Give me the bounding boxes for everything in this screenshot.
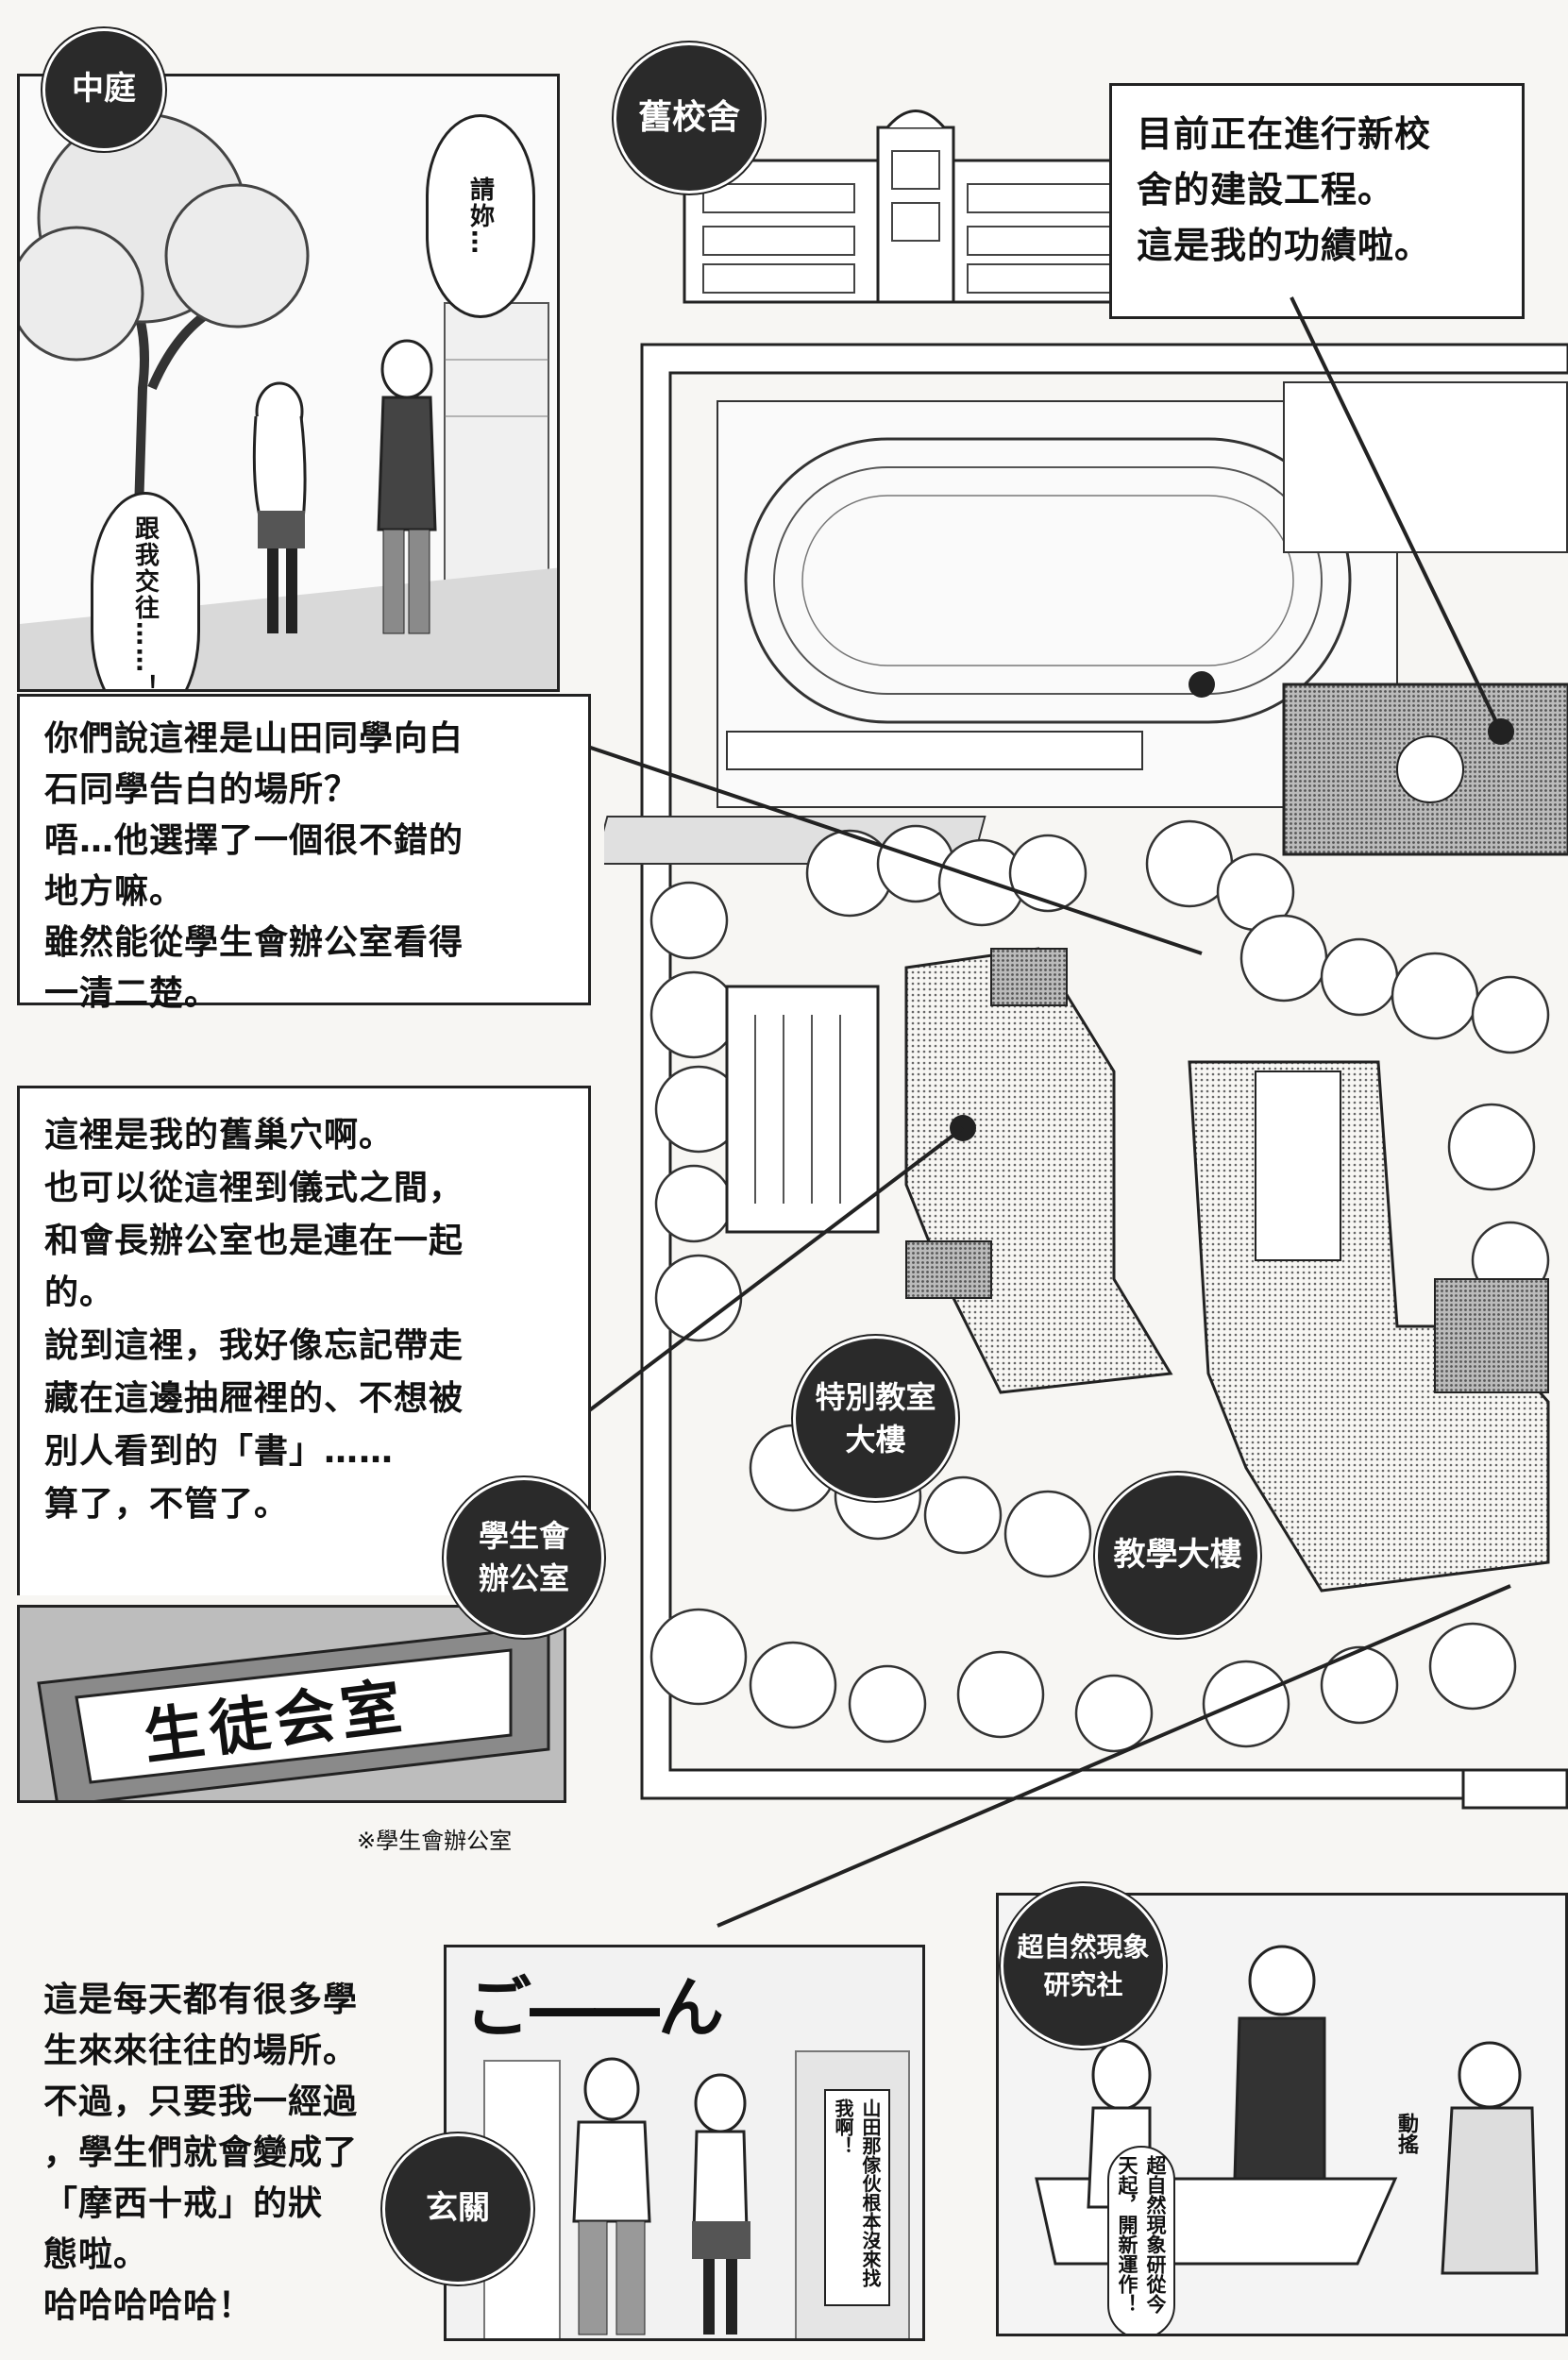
speech-bubble-date-me: 跟我交往……！	[91, 492, 200, 689]
old-building-note: 目前正在進行新校 舍的建設工程。 這是我的功績啦。	[1109, 83, 1525, 319]
sfx-move: 動搖	[1394, 2113, 1418, 2154]
label-old-building: 舊校舍	[614, 42, 765, 194]
campus-map-illustration	[604, 343, 1568, 1810]
council-caption: ※學生會辦公室	[357, 1828, 513, 1854]
campus-map	[604, 335, 1568, 1850]
label-courtyard: 中庭	[42, 28, 165, 151]
speech-bubble-please: 請妳…	[426, 114, 535, 318]
courtyard-note: 你們說這裡是山田同學向白 石同學告白的場所？ 唔…他選擇了一個很不錯的 地方嘛。…	[17, 694, 591, 1013]
speech-yamada: 山田那傢伙根本沒來找我啊！	[824, 2089, 890, 2306]
label-supernatural-club: 超自然現象 研究社	[1001, 1883, 1166, 2048]
gon-sfx: ご――ん	[465, 1969, 724, 2047]
council-panel: 生徒会室	[17, 1605, 566, 1803]
speech-club: 超自然現象研從今天起，開新運作！	[1107, 2146, 1175, 2334]
council-plate-illustration	[20, 1608, 564, 1800]
entrance-note: 這是每天都有很多學 生來來往往的場所。 不過，只要我一經過 ，學生們就會變成了 …	[43, 1981, 359, 2325]
club-panel: 超自然現象研從今天起，開新運作！ 動搖	[996, 1893, 1568, 2336]
entrance-panel: ご――ん 山田那傢伙根本沒來找我啊！	[444, 1945, 925, 2341]
label-teaching-building: 教學大樓	[1095, 1473, 1260, 1638]
label-entrance: 玄關	[382, 2133, 533, 2284]
label-student-council: 學生會 辦公室	[444, 1477, 604, 1638]
courtyard-panel: 請妳… 跟我交往……！	[17, 74, 560, 692]
label-special-classroom: 特別教室 大樓	[793, 1336, 958, 1501]
